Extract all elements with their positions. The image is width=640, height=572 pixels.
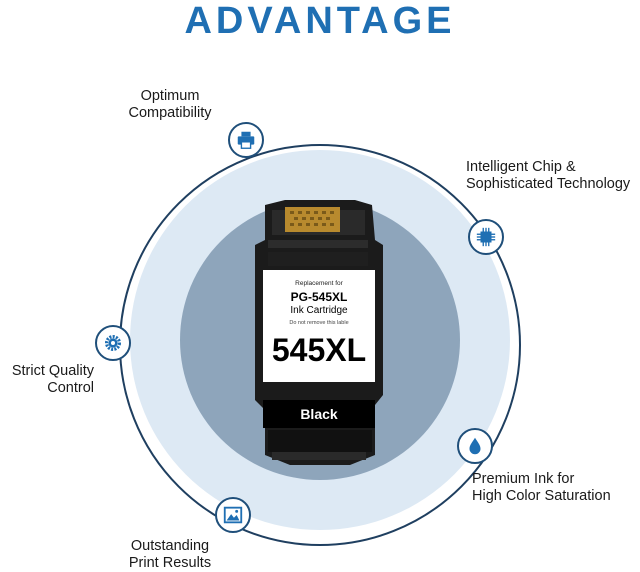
- feature-chip: Intelligent Chip & Sophisticated Technol…: [466, 159, 630, 193]
- label-big-model: 545XL: [271, 332, 367, 368]
- feature-ink-line2: High Color Saturation: [472, 488, 611, 504]
- feature-print: Outstanding Print Results: [118, 538, 222, 572]
- feature-chip-line2: Sophisticated Technology: [466, 176, 631, 192]
- label-model: PG-545XL: [290, 290, 348, 304]
- label-type: Ink Cartridge: [290, 305, 348, 316]
- feature-quality-line2: Control: [47, 380, 94, 396]
- feature-compatibility-line1: Optimum: [140, 88, 200, 104]
- printer-icon: [228, 122, 264, 158]
- ink-cartridge: [255, 200, 383, 465]
- gear-icon: [95, 325, 131, 361]
- feature-compatibility-line2: Compatibility: [128, 105, 212, 121]
- label-replacement: Replacement for: [295, 280, 343, 287]
- feature-compatibility: Optimum Compatibility: [118, 88, 222, 122]
- image-icon: [215, 497, 251, 533]
- feature-quality: Strict Quality Control: [0, 363, 94, 397]
- feature-print-line1: Outstanding: [130, 538, 210, 554]
- feature-ink: Premium Ink for High Color Saturation: [472, 471, 611, 505]
- feature-quality-line1: Strict Quality: [11, 363, 94, 379]
- chip-icon: [468, 219, 504, 255]
- page-title: ADVANTAGE: [184, 0, 456, 42]
- feature-ink-line1: Premium Ink for: [472, 471, 575, 487]
- feature-print-line2: Print Results: [128, 555, 212, 571]
- label-color-band: Black: [263, 400, 375, 428]
- cartridge-label: Replacement for PG-545XL Ink Cartridge D…: [263, 270, 375, 382]
- ink-drop-icon: [457, 428, 493, 464]
- feature-chip-line1: Intelligent Chip &: [466, 159, 576, 175]
- label-note: Do not remove this lable: [289, 320, 349, 326]
